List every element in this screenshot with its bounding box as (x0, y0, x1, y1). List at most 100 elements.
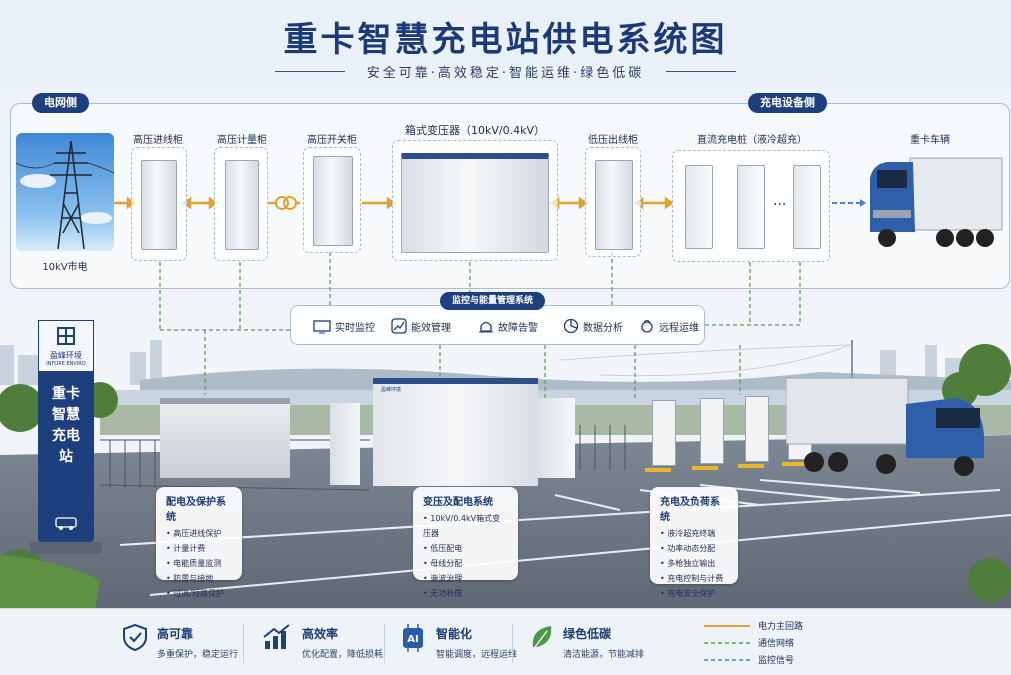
subtitle-divider-left (275, 71, 345, 72)
card-title: 充电及负荷系统 (660, 497, 720, 523)
charger-2 (737, 165, 765, 249)
feature-reliable (122, 623, 148, 655)
feature-divider (243, 623, 244, 663)
page-subtitle: 安全可靠·高效稳定·智能运维·绿色低碳 (366, 66, 645, 81)
charging-side-badge: 充电设备侧 (748, 93, 827, 113)
scene-switch-cabinet (330, 403, 360, 485)
scene-hv-cabinet-house (160, 398, 290, 478)
card-charging-load: 充电及负荷系统 • 液冷超充终端 • 功率动态分配 • 多枪独立输出 • 充电控… (650, 487, 738, 598)
feature-desc: 清洁能源，节能减排 (563, 650, 645, 660)
card-title: 变压及配电系统 (423, 497, 493, 508)
subtitle-divider-right (666, 71, 736, 72)
truck-label: 重卡车辆 (910, 135, 950, 146)
card-item: • 功率动态分配 (660, 544, 716, 553)
feature-divider (512, 623, 513, 663)
legend-swatch-comm (704, 641, 750, 644)
legend: 电力主回路 通信网络 监控信号 (704, 617, 803, 668)
brand-logo-icon (57, 327, 75, 345)
card-item: • 充电安全保护 (660, 589, 716, 598)
legend-swatch-power (704, 624, 750, 627)
page-title: 重卡智慧充电站供电系统图 (283, 20, 728, 60)
grid-tower-image (16, 133, 114, 251)
hv-switch-label: 高压开关柜 (307, 135, 357, 146)
card-title: 配电及保护系统 (166, 497, 226, 523)
bar-chart-icon (263, 624, 290, 649)
card-item: • 无功补偿 (423, 589, 463, 598)
feature-green-text: 绿色低碳 清洁能源，节能减排 (563, 625, 644, 660)
feature-title: 绿色低碳 (563, 627, 612, 641)
card-item: • 防雷与接地 (166, 574, 214, 583)
card-item: • 液冷超充终端 (660, 529, 716, 538)
card-item: • 充电控制与计费 (660, 574, 724, 583)
monitoring-item-label: 故障告警 (498, 322, 538, 334)
switch-symbol (275, 196, 297, 210)
monitoring-item-label: 数据分析 (583, 322, 623, 334)
monitoring-item-analysis: 数据分析 (563, 318, 623, 334)
feature-title: 高可靠 (157, 627, 194, 641)
hv-incoming-label: 高压进线柜 (133, 135, 183, 146)
transmission-tower-icon (16, 140, 114, 250)
hv-incoming-cabinet (131, 147, 187, 261)
legend-label: 电力主回路 (758, 622, 804, 632)
card-item: • 母线分配 (423, 559, 463, 568)
card-item: • 10kV/0.4kV箱式变压器 (423, 514, 501, 538)
charger-3 (793, 165, 821, 249)
legend-item-comm: 通信网络 (704, 634, 803, 651)
scene-heavy-truck (786, 377, 984, 476)
feature-efficient-text: 高效率 优化配置，降低损耗 (302, 625, 383, 660)
sign-station-name: 重卡智慧充电站 (52, 386, 80, 465)
legend-swatch-signal (704, 658, 750, 661)
legend-item-power: 电力主回路 (704, 617, 803, 634)
legend-item-signal: 监控信号 (704, 651, 803, 668)
feature-intelligent-text: 智能化 智能调度，远程运维 (436, 625, 517, 660)
feature-title: 高效率 (302, 627, 339, 641)
monitoring-item-label: 能效管理 (411, 322, 451, 334)
monitoring-item-efficiency: 能效管理 (391, 318, 451, 334)
pie-chart-icon (563, 318, 579, 334)
legend-label: 通信网络 (758, 639, 795, 649)
card-item: • 高压进线保护 (166, 529, 222, 538)
monitoring-item-label: 远程运维 (659, 322, 699, 334)
feature-title: 智能化 (436, 627, 473, 641)
dc-charger-label: 直流充电桩（液冷超充） (697, 135, 807, 146)
monitoring-system-bar: 实时监控 能效管理 故障告警 数据分析 远程运维 (290, 305, 705, 345)
box-transformer-label: 箱式变压器（10kV/0.4kV） (405, 124, 545, 137)
scene-charger-3 (745, 396, 769, 462)
card-distribution-protection: 配电及保护系统 • 高压进线保护 • 计量计费 • 电能质量监测 • 防雷与接地… (156, 487, 242, 598)
leaf-icon (532, 626, 552, 648)
truck-icon (55, 517, 77, 530)
charger-1 (685, 165, 713, 249)
scene-box-transformer: 盈峰环境 (373, 378, 538, 486)
scene-charger-2 (700, 398, 724, 464)
scene-transformer-logo: 盈峰环境 (381, 387, 402, 393)
feature-efficient (262, 623, 292, 655)
sign-base (30, 542, 102, 554)
feature-desc: 多重保护，稳定运行 (157, 650, 239, 660)
card-item: • 低压配电 (423, 544, 463, 553)
card-transform-distribution: 变压及配电系统 • 10kV/0.4kV箱式变压器 • 低压配电 • 母线分配 … (413, 487, 518, 598)
monitoring-item-fault: 故障告警 (478, 318, 538, 334)
trend-icon (391, 318, 407, 334)
monitoring-item-label: 实时监控 (335, 323, 375, 334)
card-item: • 计量计费 (166, 544, 206, 553)
monitoring-title-badge: 监控与能量管理系统 (440, 292, 546, 310)
box-transformer (392, 140, 558, 261)
lv-outgoing-cabinet (585, 147, 641, 257)
lv-outgoing-label: 低压出线柜 (588, 135, 638, 146)
card-item: • 谐波治理 (423, 574, 463, 583)
feature-divider (384, 623, 385, 663)
feature-desc: 优化配置，降低损耗 (302, 650, 384, 660)
monitoring-item-realtime: 实时监控 (313, 319, 375, 334)
features-bar: 高可靠 多重保护，稳定运行 高效率 优化配置，降低损耗 AI 智能化 智能调度，… (0, 608, 1011, 675)
grid-side-badge: 电网侧 (32, 93, 89, 113)
scene-lv-cabinet (537, 398, 575, 478)
more-chargers-dots: ··· (773, 197, 787, 213)
sign-brand-name: 盈峰环境 (50, 351, 82, 360)
alarm-icon (479, 321, 493, 333)
feature-reliable-text: 高可靠 多重保护，稳定运行 (157, 625, 238, 660)
sign-brand-en: INFORE ENVIRO (46, 361, 86, 367)
feature-desc: 智能调度，远程运维 (436, 650, 518, 660)
heavy-truck-image (870, 157, 1003, 247)
svg-text:AI: AI (407, 634, 418, 645)
